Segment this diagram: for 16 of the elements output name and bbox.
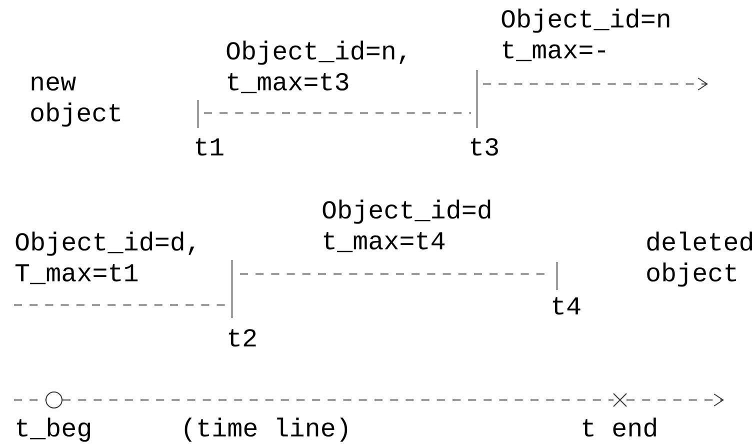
end-cross xyxy=(613,393,627,407)
start-circle xyxy=(46,392,62,408)
label-text: t3 xyxy=(470,138,498,156)
label-text: (time line) xyxy=(184,418,348,442)
label-text: Object_id=n, t_max=t3 xyxy=(226,40,406,94)
label-text: Object_id=d, T_max=t1 xyxy=(15,232,194,284)
timeline-line xyxy=(626,394,724,406)
label-text: t end xyxy=(582,418,656,437)
label-text: t2 xyxy=(228,329,256,347)
label-text: t1 xyxy=(196,138,224,156)
label-text: Object_id=n t_max=- xyxy=(502,8,670,62)
label-text: Object_id=d t_max=t4 xyxy=(322,200,490,252)
label-text: t_beg xyxy=(16,418,90,442)
label-text: new object xyxy=(31,76,120,127)
label-text: t4 xyxy=(552,297,580,315)
label-text: deleted object xyxy=(647,232,752,287)
